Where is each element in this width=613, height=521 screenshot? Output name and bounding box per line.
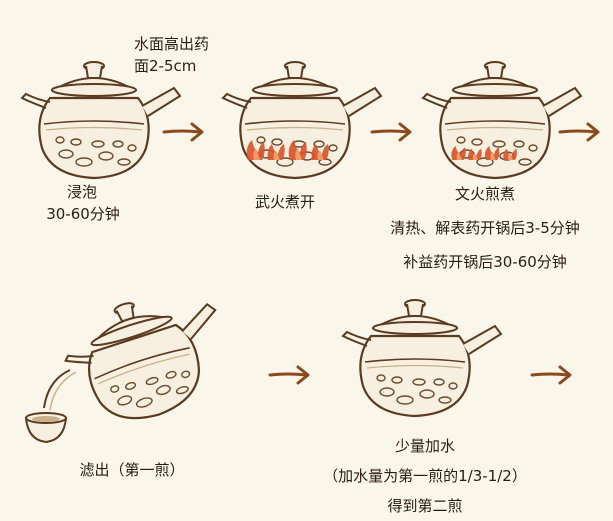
step-second-decoction-result: 得到第二煎 xyxy=(387,497,463,515)
step-add-water-amount: （加水量为第一煎的1/3-1/2） xyxy=(323,467,527,485)
cup-icon xyxy=(24,412,68,444)
pot-soaking-icon xyxy=(20,60,182,180)
step-simmer-note-tonic: 补益药开锅后30-60分钟 xyxy=(403,253,567,271)
step-soak-duration: 30-60分钟 xyxy=(46,205,120,223)
step-simmer-note-clearing: 清热、解表药开锅后3-5分钟 xyxy=(390,219,580,237)
water-level-note-line2: 面2-5cm xyxy=(134,57,197,75)
step-soak-label: 浸泡 xyxy=(66,183,97,201)
pot-boiling-icon xyxy=(221,60,383,180)
step-boil-label: 武火煮开 xyxy=(254,193,315,211)
pot-second-decoction-icon xyxy=(341,298,503,418)
step-add-water-label: 少量加水 xyxy=(394,437,455,455)
arrow-right-icon xyxy=(268,365,310,385)
arrow-right-icon xyxy=(530,365,572,385)
step-simmer-label: 文火煎煮 xyxy=(454,185,515,203)
pot-simmering-icon xyxy=(421,60,583,180)
arrow-right-icon xyxy=(162,122,204,142)
pour-stream xyxy=(43,369,71,409)
water-level-note-line1: 水面高出药 xyxy=(134,35,210,53)
step-filter-label: 滤出（第一煎） xyxy=(79,461,185,479)
pot-pouring-icon xyxy=(53,276,242,438)
arrow-right-icon xyxy=(370,122,412,142)
arrow-right-icon xyxy=(558,122,600,142)
